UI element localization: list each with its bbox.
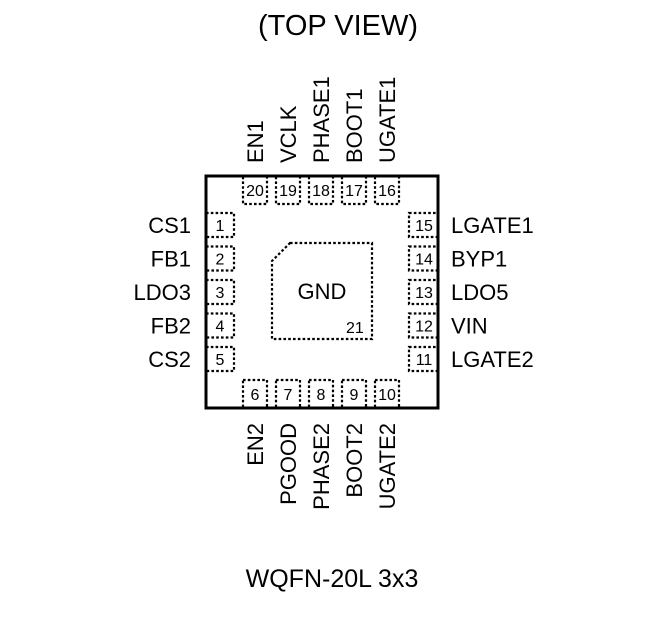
pin-name: LGATE2 [451, 347, 534, 372]
pin-2: 2 FB1 [151, 245, 236, 272]
pin-14: 14 BYP1 [407, 245, 507, 272]
pin-pad [340, 378, 368, 410]
pin-pad [241, 174, 269, 206]
pin-name: CS2 [148, 347, 191, 372]
pin-name: PHASE2 [309, 423, 334, 510]
pin-name: EN2 [243, 423, 268, 466]
diagram-title: (TOP VIEW) [258, 10, 418, 42]
ground-pad-label: GND [298, 279, 347, 304]
pin-name: PHASE1 [309, 76, 334, 163]
pin-name: CS1 [148, 213, 191, 238]
pin-3: 3 LDO3 [134, 278, 236, 306]
pin-name: LGATE1 [451, 213, 534, 238]
pin-number: 13 [415, 285, 433, 302]
pin-name: VCLK [276, 105, 301, 163]
pin-pad [204, 245, 236, 272]
pin-name: UGATE2 [375, 423, 400, 509]
pin-pad [274, 378, 302, 410]
pins-left: 1 CS1 2 FB1 3 LDO3 4 FB2 5 CS2 [134, 211, 236, 373]
pin-name: PGOOD [276, 423, 301, 505]
pin-number: 9 [350, 387, 359, 404]
pin-name: BYP1 [451, 247, 507, 272]
pin-5: 5 CS2 [148, 345, 236, 373]
pin-number: 8 [317, 387, 326, 404]
pins-top: 16 UGATE1 17 BOOT1 18 PHASE1 19 VCLK 20 EN1 [241, 76, 401, 206]
pin-16: 16 UGATE1 [373, 77, 401, 206]
pin-number: 3 [216, 285, 225, 302]
pin-20: 20 EN1 [241, 120, 269, 206]
exposed-ground-pad [270, 241, 374, 341]
pin-pad [274, 174, 302, 206]
pin-pad [373, 378, 401, 410]
pins-right: 11 LGATE2 12 VIN 13 LDO5 14 BYP1 15 LGATE1 [407, 211, 534, 373]
pin-number: 10 [378, 387, 396, 404]
pin-name: LDO5 [451, 280, 508, 305]
pin-pad [204, 278, 236, 306]
pin-name: BOOT1 [342, 88, 367, 163]
pin-pad [373, 174, 401, 206]
pin-number: 11 [416, 352, 433, 369]
pin-number: 5 [216, 352, 225, 369]
pin-name: UGATE1 [375, 77, 400, 163]
pin-name: FB1 [151, 247, 191, 272]
pin-number: 20 [246, 183, 264, 200]
pin-number: 18 [312, 183, 330, 200]
pin-pad [307, 174, 335, 206]
pin-name: LDO3 [134, 280, 191, 305]
pin-pad [407, 278, 440, 306]
pin-number: 2 [216, 252, 225, 269]
pin-pad [204, 211, 236, 239]
pin-number: 1 [216, 218, 225, 235]
pin-pad [204, 312, 236, 339]
pin-18: 18 PHASE1 [307, 76, 335, 206]
pin-number: 4 [216, 319, 225, 336]
pin-number: 6 [251, 387, 260, 404]
pin-pad [340, 174, 368, 206]
pin-pad [407, 345, 440, 373]
pin-number: 19 [279, 183, 297, 200]
pin-pad [407, 312, 440, 339]
pin-number: 12 [415, 319, 433, 336]
pin-name: EN1 [243, 120, 268, 163]
pin-number: 15 [415, 218, 433, 235]
pin-number: 14 [415, 252, 433, 269]
pin-number: 7 [284, 387, 293, 404]
pin-name: BOOT2 [342, 423, 367, 498]
pin-19: 19 VCLK [274, 105, 302, 206]
pin-12: 12 VIN [407, 312, 488, 339]
pin-15: 15 LGATE1 [407, 211, 534, 239]
pin-pad [307, 378, 335, 410]
pin-pad [407, 245, 440, 272]
pin-1: 1 CS1 [148, 211, 236, 239]
pin-pad [241, 378, 269, 410]
pin-13: 13 LDO5 [407, 278, 508, 306]
pin-name: VIN [451, 314, 488, 339]
pin-number: 17 [345, 183, 363, 200]
package-caption: WQFN-20L 3x3 [246, 565, 419, 593]
pin-pad [204, 345, 236, 373]
pin-number: 16 [378, 183, 396, 200]
pin-17: 17 BOOT1 [340, 88, 368, 206]
pin-4: 4 FB2 [151, 312, 236, 339]
pin-name: FB2 [151, 314, 191, 339]
pin-11: 11 LGATE2 [407, 345, 534, 373]
pin-pad [407, 211, 440, 239]
ground-pad-number: 21 [346, 320, 364, 337]
